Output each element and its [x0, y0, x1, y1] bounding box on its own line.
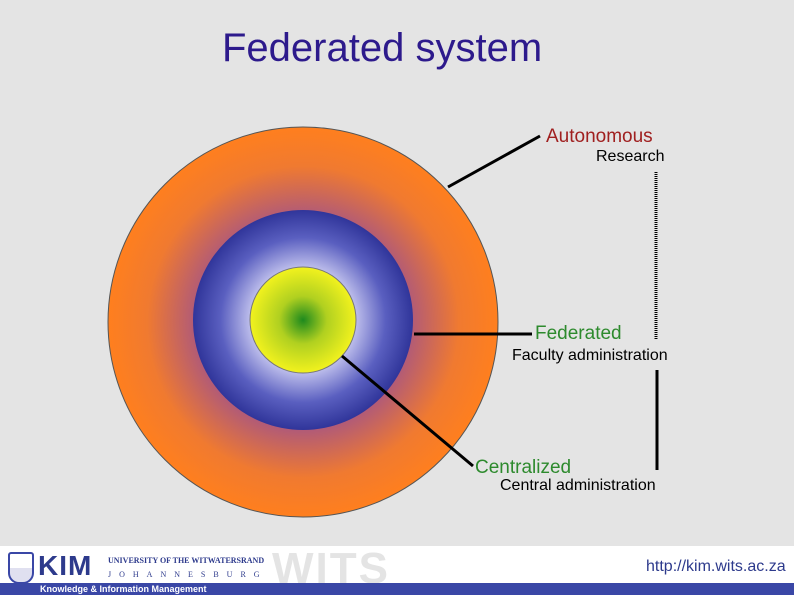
- connector-autonomous: [447, 134, 541, 189]
- label-central-administration: Central administration: [500, 477, 656, 494]
- connector-centralized: [341, 354, 474, 468]
- kim-logo: KIM: [38, 550, 93, 581]
- label-centralized: Centralized: [475, 457, 572, 478]
- inner-circle: [249, 266, 357, 374]
- university-name: UNIVERSITY OF THE WITWATERSRAND: [108, 556, 265, 565]
- university-city: JOHANNESBURG: [108, 570, 268, 579]
- footer-tagline-bar: Knowledge & Information Management: [0, 583, 794, 595]
- label-faculty-administration: Faculty administration: [512, 347, 668, 364]
- footer-banner: KIM UNIVERSITY OF THE WITWATERSRAND JOHA…: [0, 544, 794, 595]
- website-link[interactable]: http://kim.wits.ac.za: [646, 558, 786, 575]
- university-crest-icon: [8, 552, 34, 584]
- label-federated: Federated: [535, 323, 622, 344]
- footer-tagline: Knowledge & Information Management: [40, 584, 207, 594]
- concentric-diagram: [107, 126, 659, 518]
- label-research: Research: [596, 148, 665, 165]
- label-autonomous: Autonomous: [546, 126, 653, 147]
- slide-title: Federated system: [222, 26, 543, 70]
